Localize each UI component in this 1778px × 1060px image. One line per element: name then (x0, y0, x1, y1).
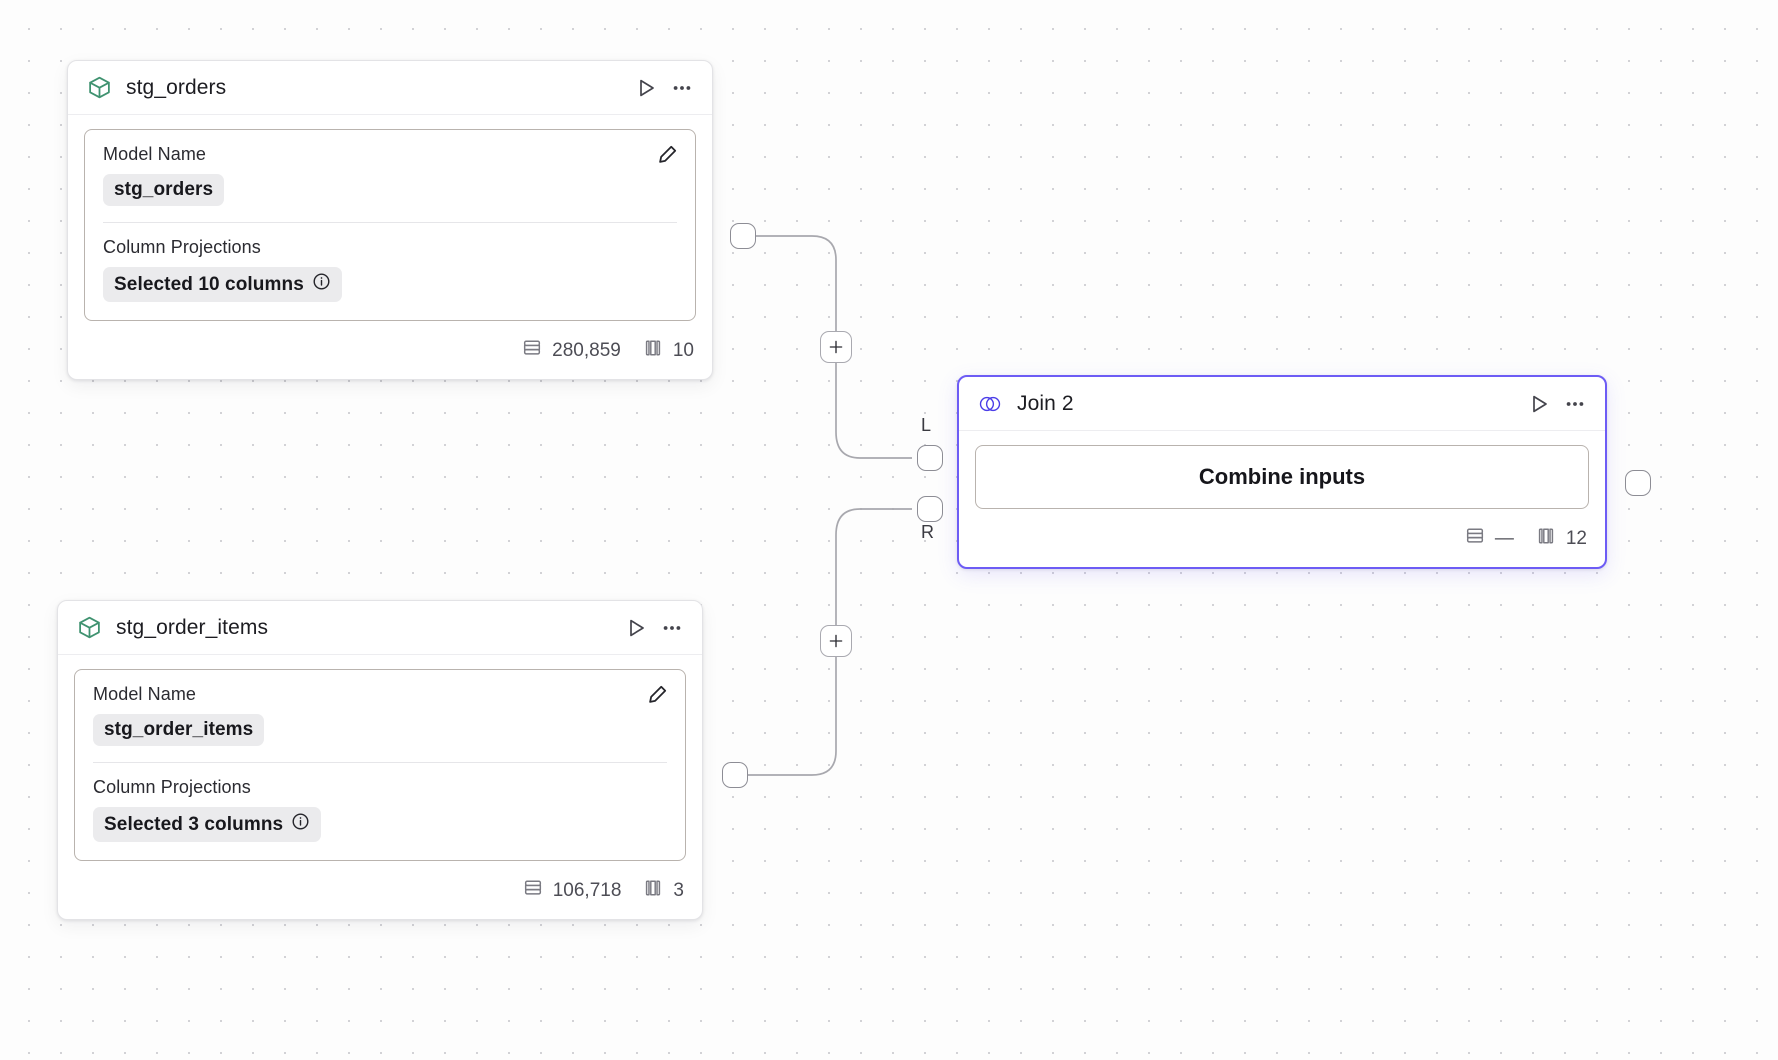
info-icon[interactable] (312, 272, 331, 297)
rows-icon (1464, 525, 1486, 553)
node-title: stg_orders (126, 75, 227, 99)
combine-inputs-button[interactable]: Combine inputs (975, 445, 1589, 509)
column-projections-label: Column Projections (103, 237, 261, 257)
column-projections-text: Selected 10 columns (114, 273, 304, 295)
ellipsis-icon[interactable] (1561, 390, 1589, 418)
column-projections-value[interactable]: Selected 10 columns (103, 267, 342, 302)
columns-icon (642, 337, 664, 365)
panel-divider (93, 762, 667, 763)
node-join-2[interactable]: Join 2 Combine inputs (957, 375, 1607, 569)
ellipsis-icon[interactable] (658, 614, 686, 642)
info-icon[interactable] (291, 812, 310, 837)
pencil-icon[interactable] (645, 682, 671, 708)
node-footer: 106,718 3 (58, 871, 702, 919)
model-name-text: stg_order_items (104, 719, 254, 740)
node-header: stg_order_items (58, 601, 702, 655)
combine-inputs-label: Combine inputs (1198, 464, 1366, 489)
input-handle-join-left[interactable] (917, 445, 943, 471)
row-count: 106,718 (552, 880, 622, 901)
pencil-icon[interactable] (655, 142, 681, 168)
node-header: Join 2 (959, 377, 1605, 431)
column-projections-text: Selected 3 columns (104, 813, 284, 835)
play-icon[interactable] (1525, 390, 1553, 418)
model-config-panel: Model Name stg_orders Column Projections… (84, 129, 696, 321)
node-title: Join 2 (1017, 391, 1074, 415)
columns-icon (642, 877, 664, 905)
add-node-on-edge-lower[interactable] (820, 625, 852, 657)
panel-divider (103, 222, 677, 223)
play-icon[interactable] (632, 74, 660, 102)
node-footer: 280,859 10 (68, 331, 712, 379)
node-header: stg_orders (68, 61, 712, 115)
model-config-panel: Model Name stg_order_items Column Projec… (74, 669, 686, 861)
plus-icon (829, 634, 843, 648)
node-body: Combine inputs (959, 431, 1605, 519)
column-projections-value[interactable]: Selected 3 columns (93, 807, 322, 842)
model-name-label: Model Name (103, 144, 207, 164)
columns-icon (1535, 525, 1557, 553)
output-handle-stg-order-items[interactable] (722, 762, 748, 788)
output-handle-join-2[interactable] (1625, 470, 1651, 496)
node-stg-order-items[interactable]: stg_order_items Model Name (57, 600, 703, 920)
row-count: — (1494, 528, 1514, 549)
rows-icon (522, 877, 544, 905)
play-icon[interactable] (622, 614, 650, 642)
output-handle-stg-orders[interactable] (730, 223, 756, 249)
add-node-on-edge-upper[interactable] (820, 331, 852, 363)
model-name-text: stg_orders (114, 179, 214, 200)
input-handle-join-right[interactable] (917, 496, 943, 522)
input-handle-left-label: L (921, 415, 932, 435)
column-projections-label: Column Projections (93, 777, 251, 797)
node-body: Model Name stg_order_items Column Projec… (58, 655, 702, 871)
join-venn-icon (977, 391, 1003, 417)
model-name-value[interactable]: stg_order_items (93, 714, 265, 746)
row-count: 280,859 (552, 340, 621, 361)
rows-icon (521, 337, 543, 365)
plus-icon (829, 340, 843, 354)
cube-icon (86, 75, 112, 101)
ellipsis-icon[interactable] (668, 74, 696, 102)
cube-icon (76, 615, 102, 641)
node-footer: — 12 (959, 519, 1605, 567)
column-count: 12 (1565, 528, 1587, 549)
model-name-value[interactable]: stg_orders (103, 174, 225, 206)
node-body: Model Name stg_orders Column Projections… (68, 115, 712, 331)
input-handle-right-label: R (921, 522, 934, 542)
model-name-label: Model Name (93, 684, 197, 704)
node-title: stg_order_items (116, 615, 269, 639)
node-stg-orders[interactable]: stg_orders Model Name (67, 60, 713, 380)
column-count: 3 (673, 880, 684, 901)
column-count: 10 (672, 340, 694, 361)
